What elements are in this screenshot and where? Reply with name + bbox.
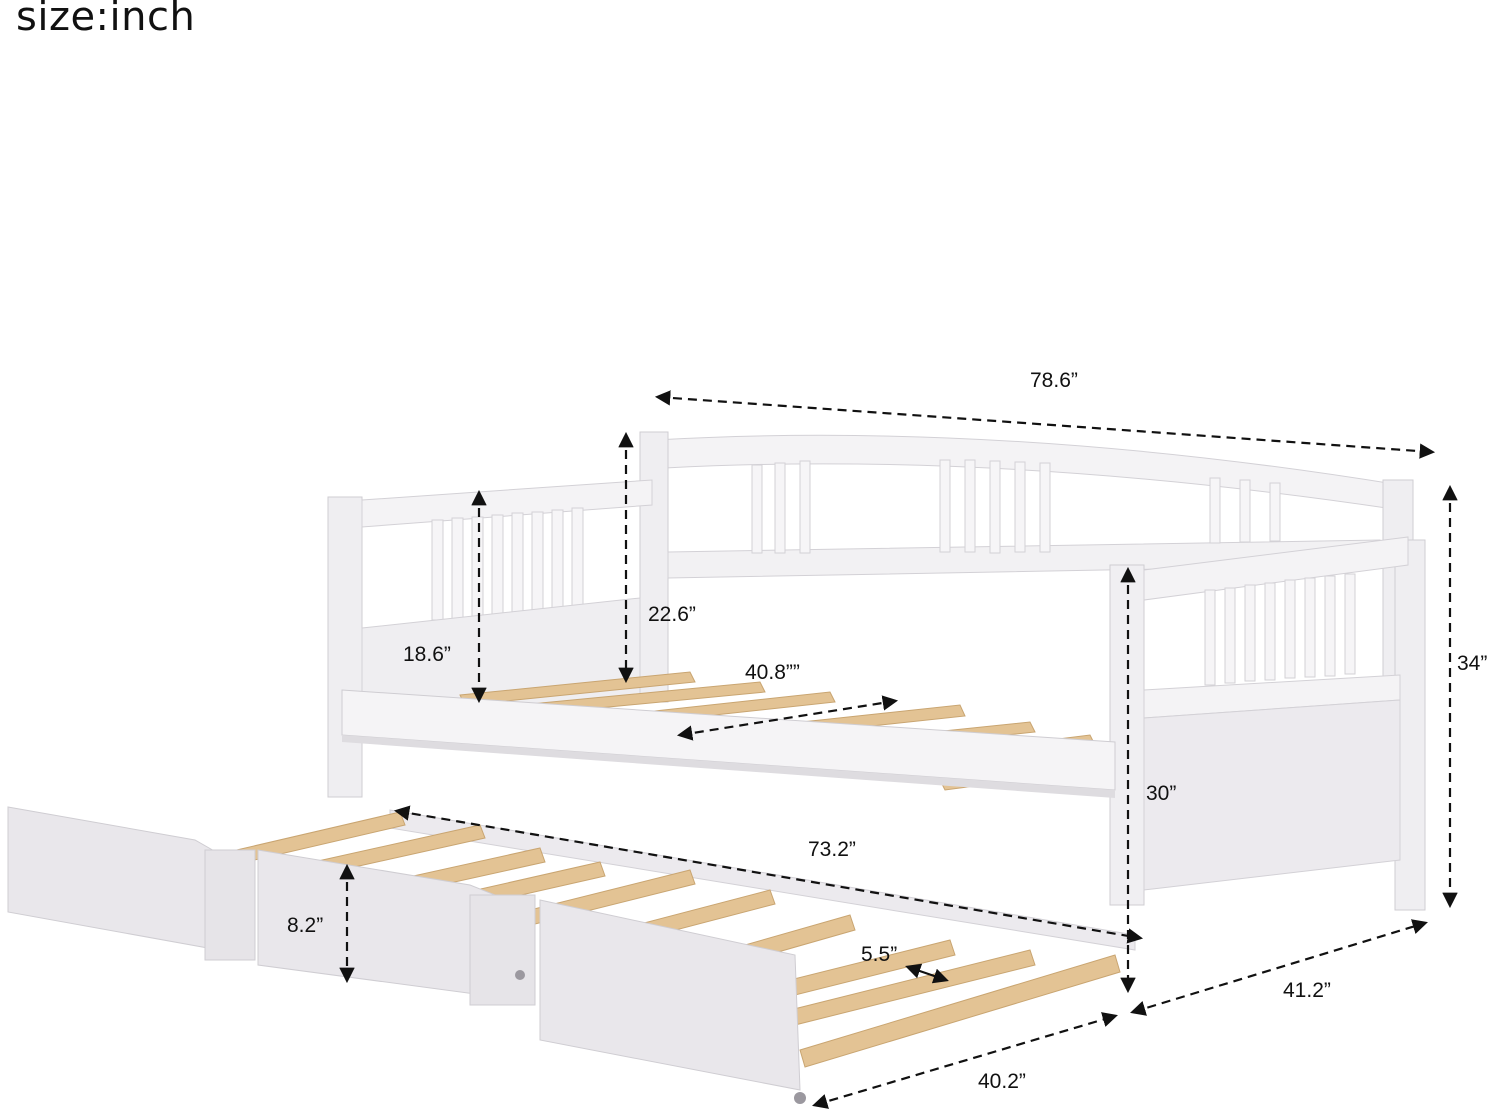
label-trundle-height: 8.2” (287, 914, 324, 937)
inner-width-dimension-line (676, 695, 899, 741)
slat-gap-dimension-line (905, 963, 949, 984)
length-dimension-line (654, 390, 1436, 459)
label-overall-depth: 41.2” (1283, 979, 1331, 1002)
depth-dimension-line (1130, 919, 1428, 1016)
label-trundle-length: 73.2” (808, 838, 856, 861)
trundle-depth-dimension-line (812, 1012, 1118, 1109)
right-side-panel (1109, 536, 1426, 911)
label-armrest-height: 30” (1146, 782, 1177, 805)
label-inner-width: 40.8”” (745, 661, 800, 684)
trundle-length-dimension-line (393, 805, 1144, 944)
label-side-panel-height: 18.6” (403, 643, 451, 666)
label-slat-gap: 5.5” (861, 943, 898, 966)
label-trundle-depth: 40.2” (978, 1070, 1026, 1093)
dimension-lines (339, 390, 1458, 1109)
label-overall-height: 34” (1457, 652, 1488, 675)
label-back-panel-height: 22.6” (648, 603, 696, 626)
label-overall-length: 78.6” (1030, 369, 1078, 392)
size-unit-title: size:inch (16, 0, 196, 40)
